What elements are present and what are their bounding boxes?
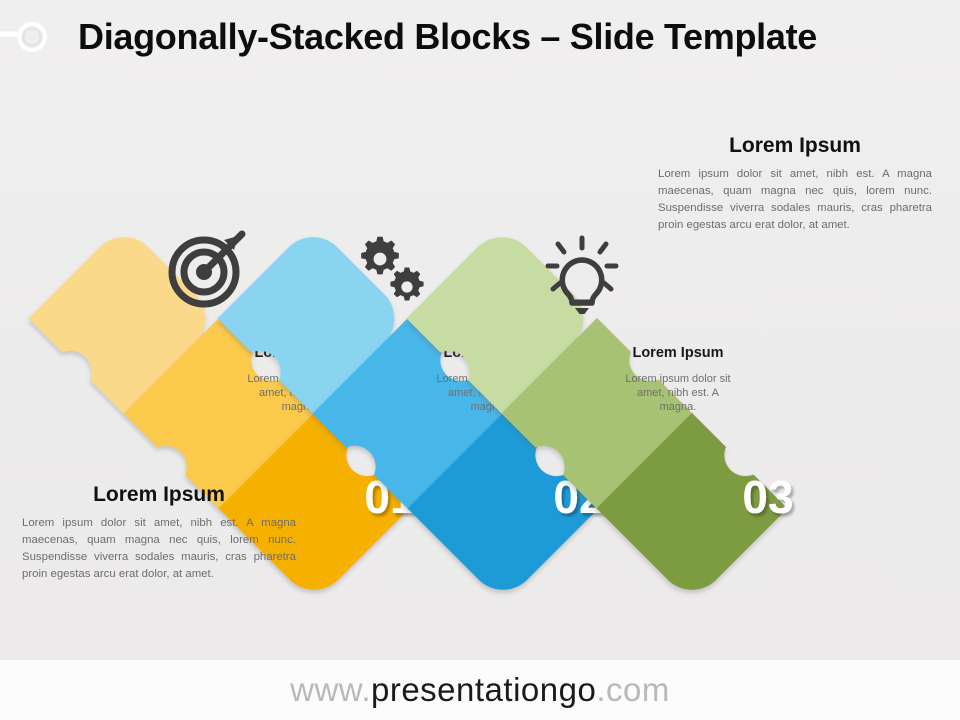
footer-bar: www.presentationgo.com <box>0 660 960 720</box>
column-03-body-line1: Lorem ipsum dolor sit <box>625 373 730 385</box>
diagonal-blocks-diagram: Lorem Ipsum Lorem ipsum dolor sit amet, … <box>28 223 794 604</box>
column-03-body-line3: magna. <box>660 401 697 413</box>
footer-url[interactable]: www.presentationgo.com <box>290 671 670 709</box>
column-03-number: 03 <box>742 471 793 523</box>
page-title: Diagonally-Stacked Blocks – Slide Templa… <box>78 16 817 57</box>
target-arrow-icon <box>168 230 246 308</box>
column-03-body-line2: amet, nibh est. A <box>637 387 720 399</box>
footer-url-suffix: .com <box>596 671 670 708</box>
lightbulb-icon <box>545 235 619 314</box>
text-block-bottom-left: Lorem Ipsum Lorem ipsum dolor sit amet, … <box>22 483 296 584</box>
gears-icon <box>361 236 424 301</box>
text-block-top-right-heading: Lorem Ipsum <box>729 134 861 157</box>
paperclip-ring-icon <box>0 18 60 58</box>
text-block-top-right: Lorem Ipsum Lorem ipsum dolor sit amet, … <box>658 134 932 235</box>
column-03[interactable]: Lorem Ipsum Lorem ipsum dolor sit amet, … <box>406 223 794 604</box>
text-block-bottom-left-body: Lorem ipsum dolor sit amet, nibh est. A … <box>22 517 296 581</box>
text-block-top-right-body: Lorem ipsum dolor sit amet, nibh est. A … <box>658 168 932 232</box>
text-block-bottom-left-heading: Lorem Ipsum <box>93 483 225 506</box>
footer-url-main: presentationgo <box>370 671 597 708</box>
footer-url-prefix: www. <box>290 671 371 708</box>
column-03-heading: Lorem Ipsum <box>632 345 723 361</box>
